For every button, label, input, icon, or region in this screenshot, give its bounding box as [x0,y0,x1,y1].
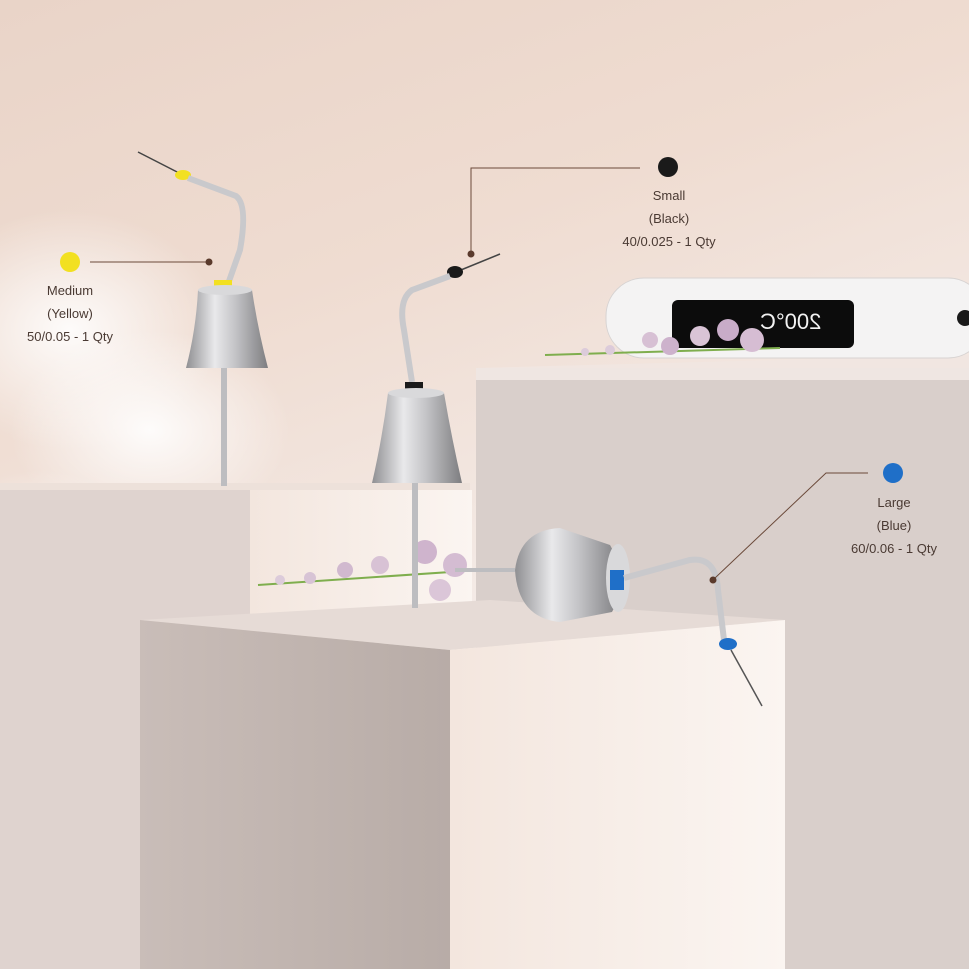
label-small-size: Small [652,188,686,203]
yellow-color-dot [60,252,80,272]
leader-large [709,472,868,584]
label-small-spec: 40/0.025 - 1 Qty [622,234,716,249]
device-display-readout: 200°C [760,309,822,334]
label-small: Small (Black) 40/0.025 - 1 Qty [609,184,729,253]
label-medium-size: Medium [46,283,94,298]
label-medium-color: (Yellow) [47,306,93,321]
label-large-spec: 60/0.06 - 1 Qty [851,541,937,556]
lavender-branch-top [544,319,781,356]
label-large-size: Large [877,495,911,510]
leader-small [467,167,640,258]
label-medium: Medium (Yellow) 50/0.05 - 1 Qty [15,279,125,348]
tip-small [372,253,501,608]
leader-medium [90,258,213,266]
tip-medium [137,151,268,486]
pedestal-front [140,600,785,969]
label-large-color: (Blue) [876,518,912,533]
blue-color-dot [883,463,903,483]
label-small-color: (Black) [648,211,690,226]
black-color-dot [658,157,678,177]
label-medium-spec: 50/0.05 - 1 Qty [27,329,113,344]
label-large: Large (Blue) 60/0.06 - 1 Qty [834,491,954,560]
tip-large [455,528,763,707]
